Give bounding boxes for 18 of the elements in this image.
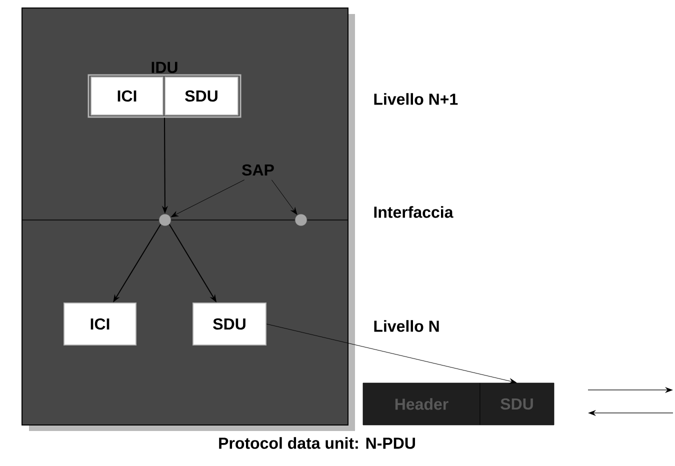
sdu-box: SDU	[192, 302, 266, 346]
caption: Protocol data unit: N-PDU	[219, 437, 415, 449]
ici-box: ICI	[64, 302, 136, 346]
ici-box: ICI	[90, 76, 164, 116]
layer-label: Livello N	[374, 320, 439, 332]
arrow	[271, 180, 298, 215]
layer-label: Livello N+1	[374, 93, 458, 105]
node-label: IDU	[152, 62, 178, 74]
header-box: Header	[362, 382, 480, 426]
arrow	[266, 324, 517, 384]
sdu-box: SDU	[480, 382, 554, 426]
sdu-box: SDU	[164, 76, 238, 116]
layer-panel	[22, 8, 348, 426]
arrow	[170, 180, 245, 218]
sap-dot	[158, 214, 172, 226]
sap-dot	[294, 214, 308, 226]
layer-label: Interfaccia	[374, 206, 454, 218]
sap-label: SAP	[242, 164, 274, 176]
